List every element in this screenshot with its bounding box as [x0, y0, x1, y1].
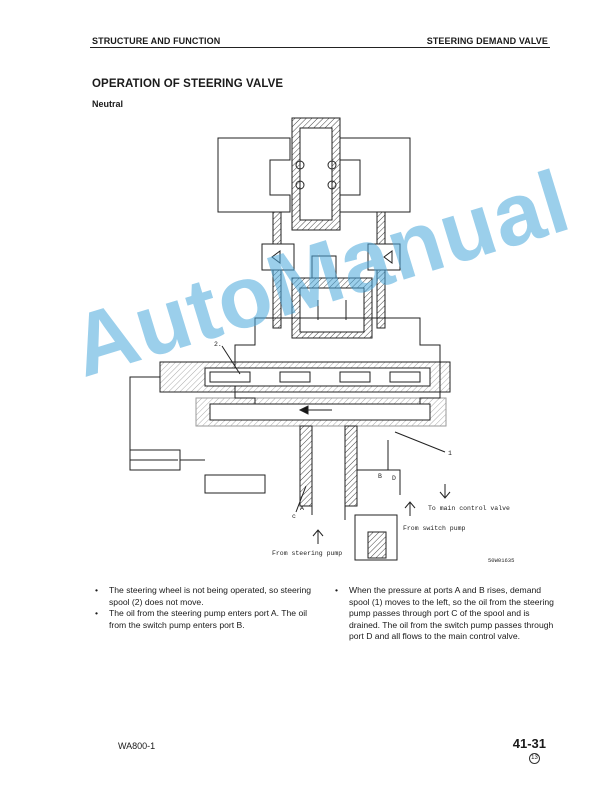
callout-1: 1 [448, 450, 452, 457]
port-b-label: B [378, 473, 382, 480]
from-steering-label: From steering pump [272, 550, 342, 557]
from-switch-label: From switch pump [403, 525, 466, 532]
callout-2: 2. [214, 341, 222, 348]
page-number: 41-31 [512, 736, 546, 751]
port-c-label: c [292, 513, 296, 520]
section-subtitle: Neutral [92, 99, 124, 109]
header-rule [90, 47, 550, 48]
header-right: STEERING DEMAND VALVE [426, 36, 548, 46]
footer-model: WA800-1 [118, 741, 156, 751]
body-column-right: When the pressure at ports A and B rises… [335, 585, 560, 643]
port-d-label: D [392, 475, 396, 482]
body-column-left: The steering wheel is not being operated… [95, 585, 320, 631]
to-main-label: To main control valve [428, 505, 510, 512]
page-title: OPERATION OF STEERING VALVE [92, 78, 284, 90]
body-right-item-1: When the pressure at ports A and B rises… [335, 585, 560, 643]
body-left-item-2: The oil from the steering pump enters po… [95, 608, 320, 631]
port-a-label: A [300, 505, 304, 512]
header-left: STRUCTURE AND FUNCTION [92, 36, 221, 46]
body-left-item-1: The steering wheel is not being operated… [95, 585, 320, 608]
figure-code: 50W01635 [488, 557, 514, 564]
revision-mark: 13 [529, 753, 540, 764]
